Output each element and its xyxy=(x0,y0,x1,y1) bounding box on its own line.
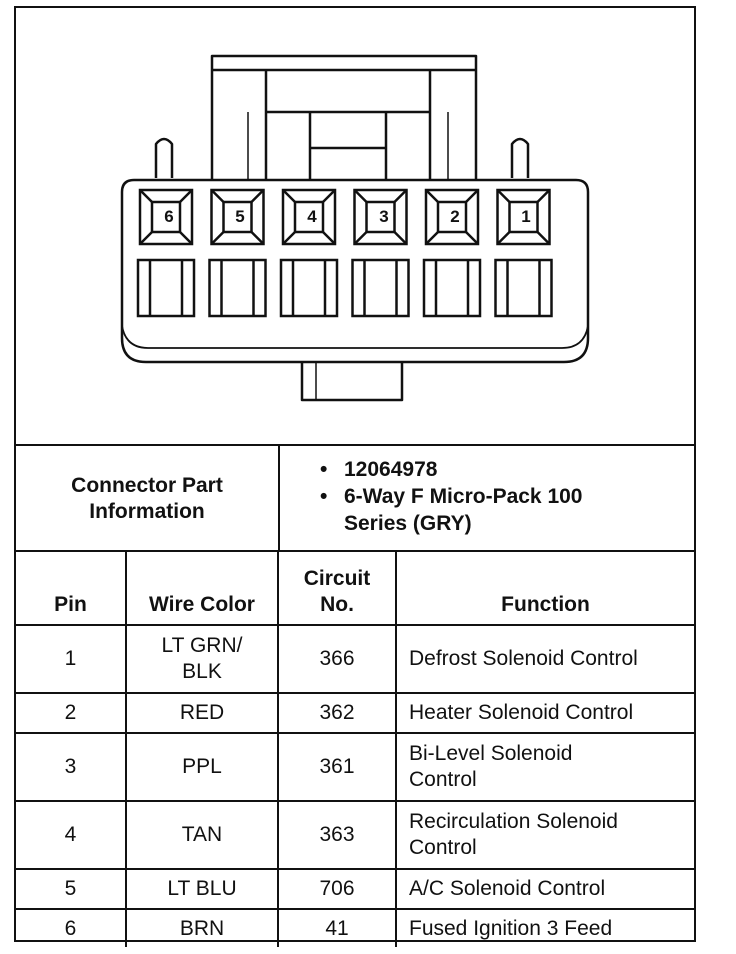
pin-cavity xyxy=(353,188,408,246)
pin-cavity xyxy=(281,188,337,246)
pin-cavity xyxy=(424,188,480,246)
cell-wire-color: TAN xyxy=(125,800,279,870)
pin-table: Pin Wire Color Circuit No. Function 1 LT… xyxy=(16,550,694,947)
table-row: 1 LT GRN/ BLK 366 Defrost Solenoid Contr… xyxy=(16,624,694,694)
part-description: 6-Way F Micro-Pack 100 Series (GRY) xyxy=(320,483,604,537)
pin-label-2: 2 xyxy=(450,207,460,226)
cell-circuit: 366 xyxy=(277,624,397,694)
pin-label-4: 4 xyxy=(307,207,317,226)
table-row: 2 RED 362 Heater Solenoid Control xyxy=(16,692,694,734)
info-label: Connector Part Information xyxy=(16,446,280,552)
info-list: 12064978 6-Way F Micro-Pack 100 Series (… xyxy=(280,446,694,552)
cell-function: Bi-Level Solenoid Control xyxy=(395,732,694,802)
pin-cavity xyxy=(138,188,194,246)
table-row: 5 LT BLU 706 A/C Solenoid Control xyxy=(16,868,694,910)
cell-function: Fused Ignition 3 Feed xyxy=(395,908,694,947)
cell-circuit: 362 xyxy=(277,692,397,734)
cell-wire-color: PPL xyxy=(125,732,279,802)
terminal-slot xyxy=(422,258,482,318)
connector-drawing xyxy=(120,54,590,402)
cell-wire-color: RED xyxy=(125,692,279,734)
pin-cavity xyxy=(210,188,265,246)
terminal-slot xyxy=(351,258,410,318)
cell-circuit: 706 xyxy=(277,868,397,910)
cell-pin: 5 xyxy=(16,868,127,910)
cell-pin: 1 xyxy=(16,624,127,694)
table-row: 4 TAN 363 Recirculation Solenoid Control xyxy=(16,800,694,870)
connector-diagram: 6 5 4 3 2 1 xyxy=(16,8,694,444)
pin-label-5: 5 xyxy=(235,207,245,226)
cell-pin: 3 xyxy=(16,732,127,802)
header-pin: Pin xyxy=(16,550,127,626)
terminal-slot xyxy=(279,258,339,318)
table-header-row: Pin Wire Color Circuit No. Function xyxy=(16,550,694,626)
cell-function: Heater Solenoid Control xyxy=(395,692,694,734)
connector-part-info: Connector Part Information 12064978 6-Wa… xyxy=(16,444,694,552)
header-function: Function xyxy=(395,550,694,626)
cell-pin: 6 xyxy=(16,908,127,947)
cell-wire-color: LT BLU xyxy=(125,868,279,910)
table-row: 3 PPL 361 Bi-Level Solenoid Control xyxy=(16,732,694,802)
cell-pin: 4 xyxy=(16,800,127,870)
part-number: 12064978 xyxy=(320,456,694,483)
cell-pin: 2 xyxy=(16,692,127,734)
cell-wire-color: BRN xyxy=(125,908,279,947)
header-wire-color: Wire Color xyxy=(125,550,279,626)
cell-function: A/C Solenoid Control xyxy=(395,868,694,910)
diagram-frame: 6 5 4 3 2 1 Connector Part Information 1… xyxy=(14,6,696,947)
pin-label-6: 6 xyxy=(164,207,174,226)
pin-cavity xyxy=(496,188,551,246)
cell-circuit: 361 xyxy=(277,732,397,802)
header-circuit: Circuit No. xyxy=(277,550,397,626)
cell-wire-color: LT GRN/ BLK xyxy=(125,624,279,694)
terminal-slot xyxy=(136,258,196,318)
pin-label-1: 1 xyxy=(521,207,531,226)
cell-circuit: 41 xyxy=(277,908,397,947)
terminal-slot xyxy=(208,258,267,318)
cell-circuit: 363 xyxy=(277,800,397,870)
terminal-slot xyxy=(494,258,553,318)
pin-label-3: 3 xyxy=(379,207,389,226)
cell-function: Recirculation Solenoid Control xyxy=(395,800,694,870)
table-row: 6 BRN 41 Fused Ignition 3 Feed xyxy=(16,908,694,947)
cell-function: Defrost Solenoid Control xyxy=(395,624,694,694)
